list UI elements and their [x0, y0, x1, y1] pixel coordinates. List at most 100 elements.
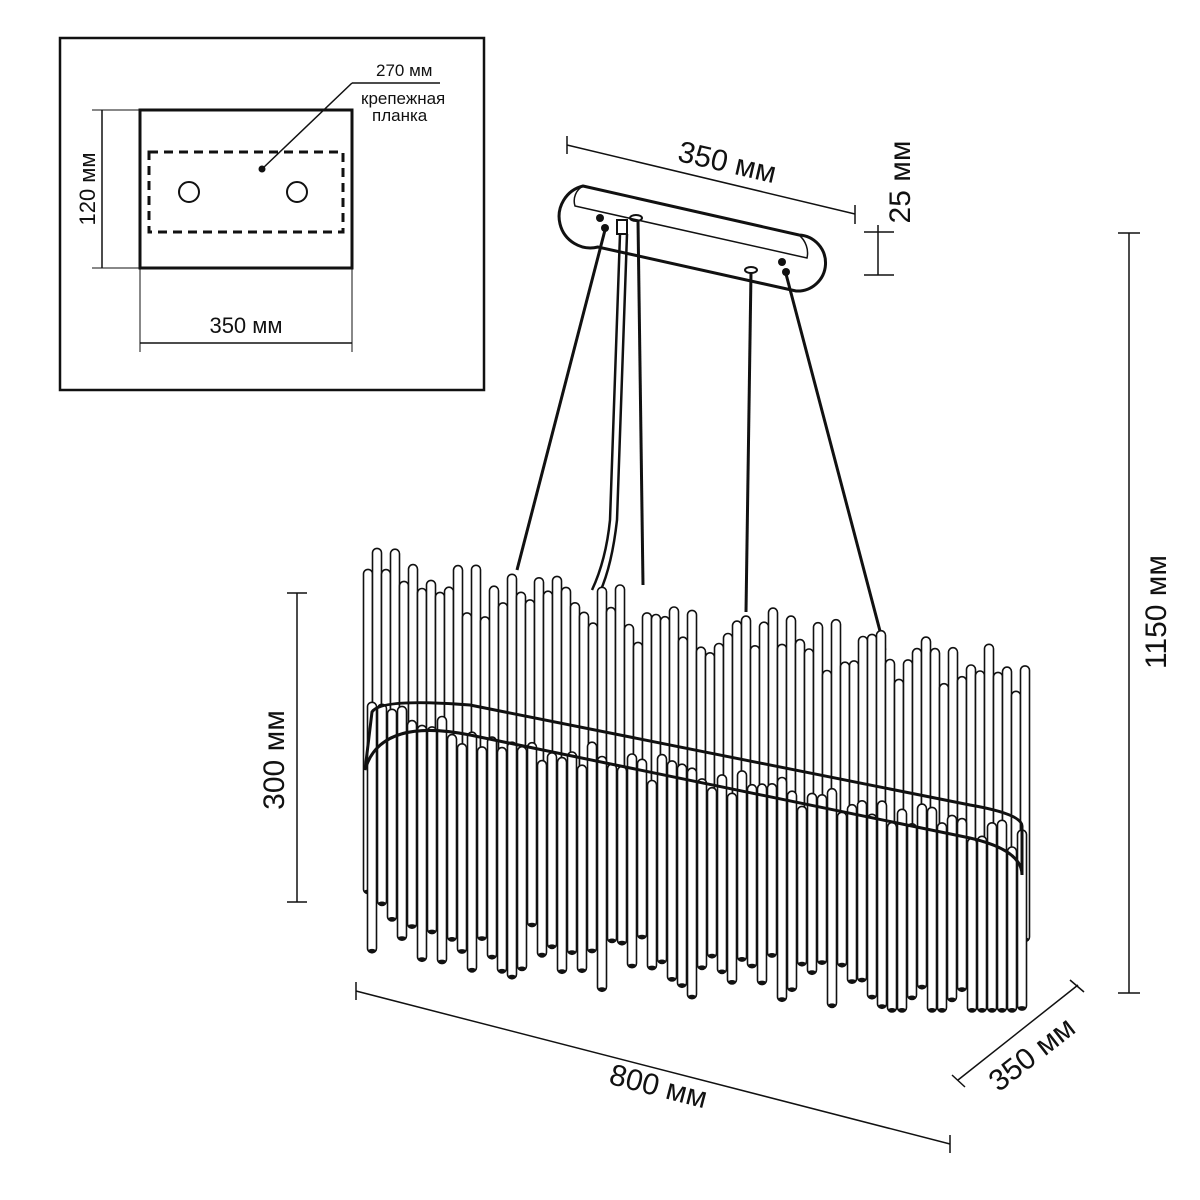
rod-tip	[898, 1008, 906, 1012]
crystal-rod	[606, 763, 618, 944]
rod-tip	[428, 929, 436, 934]
rod-tip	[988, 1008, 996, 1012]
rod-tip	[818, 960, 826, 965]
crystal-rod	[566, 751, 578, 956]
rod-tip	[538, 952, 546, 957]
rod-tip	[528, 922, 536, 927]
crystal-rod	[816, 793, 828, 965]
rod-tip	[578, 968, 586, 973]
crystal-rods	[362, 547, 1031, 1013]
crystal-rod	[376, 703, 388, 907]
rod-tip	[998, 1008, 1006, 1012]
chandelier	[362, 184, 1031, 1013]
rod-tip	[548, 944, 556, 949]
rod-tip	[888, 1008, 896, 1012]
rod-tip	[708, 953, 716, 958]
crystal-rod	[946, 814, 958, 1003]
crystal-rod	[696, 778, 708, 971]
rod-tip	[958, 987, 966, 992]
canopy-outline	[138, 108, 354, 270]
rod-tip	[368, 948, 376, 953]
crystal-rod	[556, 756, 568, 975]
rod-tip	[508, 974, 516, 979]
suspension-cables	[515, 219, 887, 651]
crystal-rod	[856, 799, 868, 983]
crystal-rod	[536, 759, 548, 958]
crystal-rod	[886, 821, 898, 1013]
crystal-rod	[956, 817, 968, 993]
crystal-rod	[736, 770, 748, 962]
rod-tip	[608, 938, 616, 943]
inset-width-label: 350 мм	[209, 313, 282, 338]
ceiling-canopy	[557, 184, 827, 293]
crystal-rod	[546, 751, 558, 950]
rod-tip	[968, 1008, 976, 1012]
crystal-rod	[666, 760, 678, 982]
rod-tip	[558, 969, 566, 974]
crystal-rod	[876, 800, 888, 1010]
rod-tip	[878, 1004, 886, 1009]
rod-tip	[798, 961, 806, 966]
crystal-rod	[616, 765, 628, 946]
rod-tip	[688, 994, 696, 999]
crystal-rod	[476, 746, 488, 942]
rod-tip	[618, 940, 626, 945]
mounting-hole-left	[178, 181, 200, 203]
crystal-rod	[626, 753, 638, 969]
crystal-rod	[686, 767, 698, 1000]
body-height-label: 300 мм	[258, 710, 291, 810]
rod-tip	[418, 957, 426, 962]
rod-tip	[588, 948, 596, 953]
crystal-rod	[786, 790, 798, 993]
mounting-hole-right	[286, 181, 308, 203]
rod-tip	[938, 1008, 946, 1012]
crystal-rod	[526, 741, 538, 928]
mounting-bracket	[147, 150, 345, 234]
crystal-rod	[486, 736, 498, 960]
bracket-caption-line2: планка	[372, 106, 428, 125]
crystal-rod	[796, 805, 808, 967]
crystal-rod	[406, 719, 418, 929]
crystal-rod	[506, 741, 518, 980]
rod-tip	[768, 953, 776, 957]
rod-tip	[828, 1003, 836, 1008]
rod-tip	[448, 937, 456, 941]
crystal-rod	[936, 822, 948, 1013]
canopy-height-label: 25 мм	[884, 141, 917, 224]
crystal-rod	[806, 792, 818, 976]
rod-tip	[1008, 1008, 1016, 1012]
crystal-rod	[396, 705, 408, 942]
depth-label: 350 мм	[983, 1011, 1082, 1098]
inset-height-label: 120 мм	[75, 152, 100, 225]
crystal-rod	[496, 746, 508, 974]
rod-tip	[638, 934, 646, 939]
crystal-rod	[726, 792, 738, 985]
rod-tip	[758, 980, 766, 985]
total-height-label: 1150 мм	[1140, 555, 1173, 669]
crystal-rod	[646, 779, 658, 971]
rod-tip	[848, 979, 856, 984]
crystal-rod	[986, 821, 998, 1013]
crystal-rod	[576, 764, 588, 974]
crystal-rod	[466, 731, 478, 973]
crystal-rod	[916, 803, 928, 990]
crystal-rod	[866, 813, 878, 1000]
canopy-width-label: 350 мм	[675, 135, 780, 190]
crystal-rod	[1006, 846, 1018, 1013]
decorative-ring	[363, 701, 1024, 876]
rod-tip	[598, 987, 606, 992]
crystal-rod	[596, 755, 608, 993]
rod-tip	[468, 967, 476, 972]
crystal-rod	[676, 763, 688, 989]
rod-tip	[728, 980, 736, 984]
crystal-rod	[826, 787, 838, 1009]
crystal-rod	[846, 803, 858, 985]
rod-tip	[458, 949, 466, 954]
rod-tip	[658, 959, 666, 964]
rod-tip	[738, 957, 746, 961]
rod-tip	[628, 963, 636, 968]
crystal-rod	[836, 811, 848, 968]
crystal-rod	[436, 715, 448, 965]
rod-tip	[378, 901, 386, 906]
crystal-rod	[926, 806, 938, 1013]
